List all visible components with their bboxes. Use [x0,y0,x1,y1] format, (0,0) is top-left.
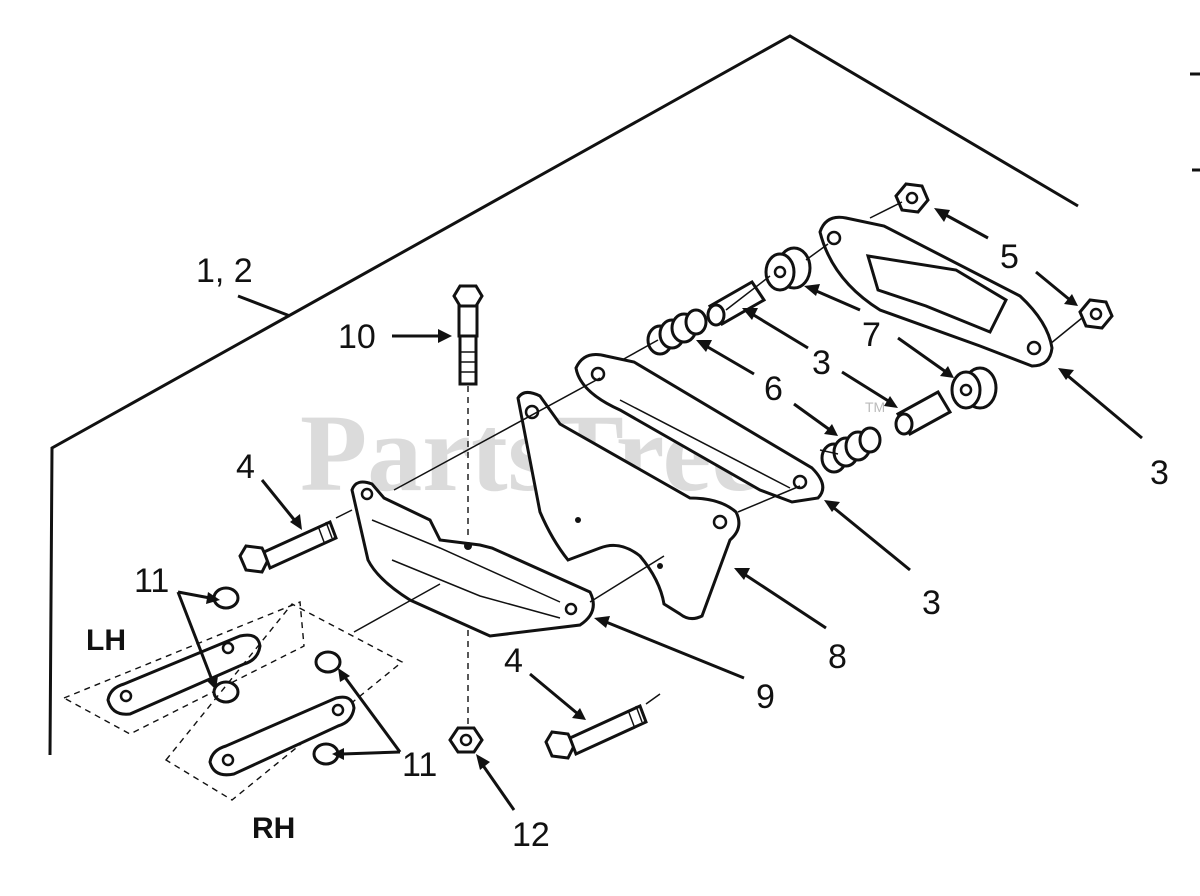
callout-5: 5 [1000,238,1019,276]
plate-part-3-upper [818,215,1054,368]
sleeve-part-3-lower [894,389,953,437]
callout-1-2: 1, 2 [196,252,253,290]
callout-4-lower: 4 [504,642,523,680]
callout-4-upper: 4 [236,448,255,486]
assembly-outline [48,34,1200,756]
bushing-part-7-lower [950,366,998,410]
spring-part-6-lower [820,426,882,474]
nut-part-5-upper [894,182,930,214]
plate-part-8 [516,391,741,621]
label-lh: LH [86,624,126,657]
bracket-part-9 [350,480,595,638]
sleeve-part-3-upper [706,280,767,327]
callout-10: 10 [338,318,376,356]
leader-lines [176,208,1143,811]
callout-11-rh: 11 [402,746,437,784]
spring-part-6-upper [646,308,708,356]
nut-part-5-lower [1078,298,1114,330]
watermark-trademark: TM [865,399,885,415]
assembly-lines [353,201,1083,732]
callout-9: 9 [756,678,775,716]
callout-8: 8 [828,638,847,676]
bolt-part-10 [452,284,484,535]
callout-11-lh: 11 [134,562,169,600]
bushing-part-7-upper [764,246,812,292]
plate-part-3-center [574,353,825,504]
callout-12: 12 [512,816,550,854]
nut-part-12 [448,726,484,754]
callout-7: 7 [862,316,881,354]
callout-3-lower: 3 [922,584,941,622]
callout-3-middle: 3 [812,344,831,382]
label-rh: RH [252,812,295,845]
bolt-part-4-lower [544,693,661,760]
rh-group [164,603,404,801]
callout-3-right: 3 [1150,454,1169,492]
bolt-part-4-upper [238,509,353,574]
callout-6: 6 [764,370,783,408]
